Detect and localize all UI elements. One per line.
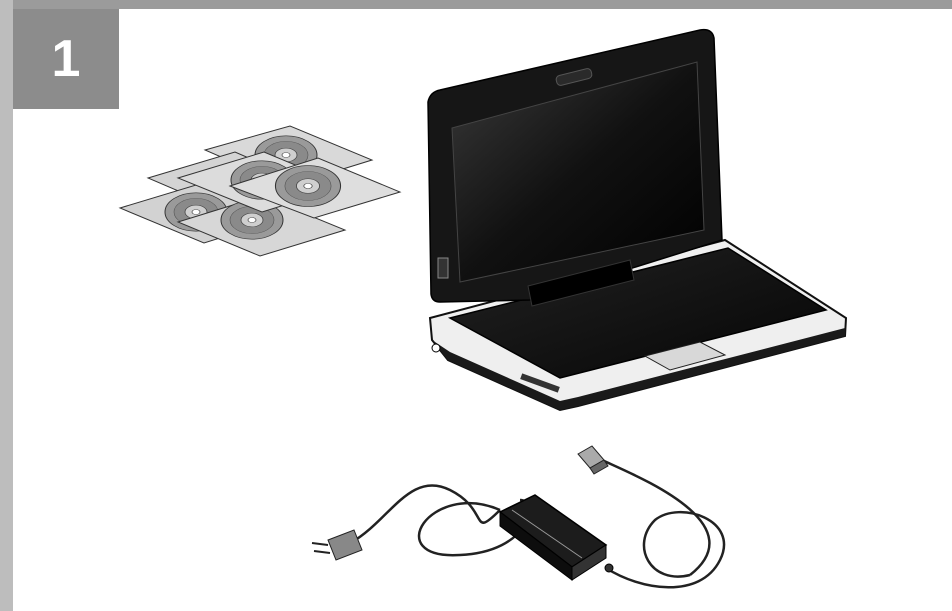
step-number: 1 — [13, 9, 119, 109]
step-badge: 1 — [13, 9, 119, 109]
left-border — [0, 0, 13, 611]
top-border — [0, 0, 952, 9]
